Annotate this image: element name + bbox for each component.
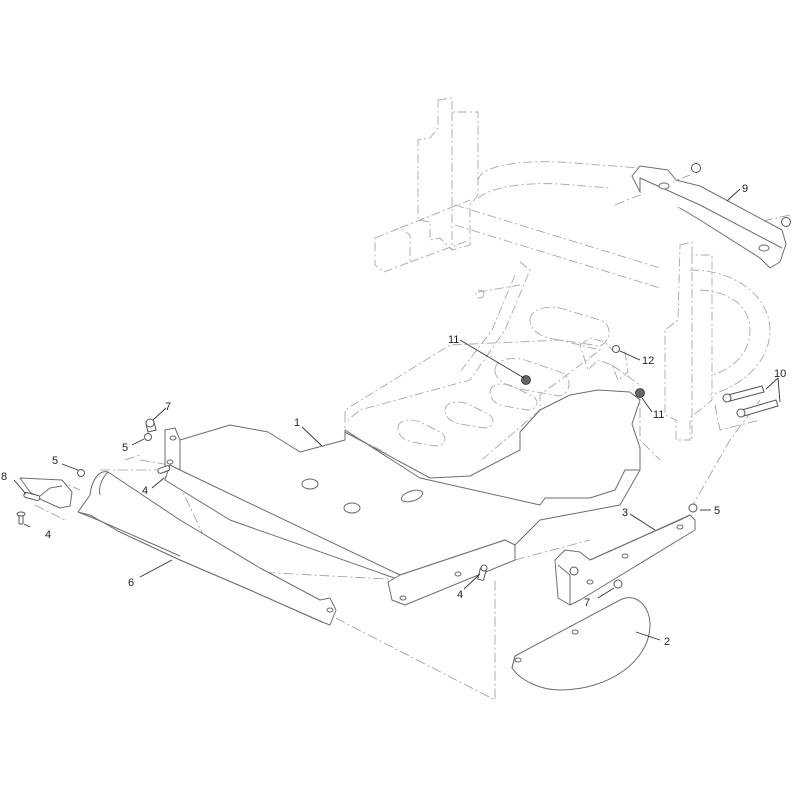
part-8-pin	[19, 477, 73, 509]
nut-5-far-left	[77, 469, 85, 477]
callout-12: 12	[642, 355, 654, 367]
nut-11-right	[635, 388, 645, 398]
mower-frame	[344, 97, 771, 476]
bolt-4-front	[477, 564, 488, 581]
part-9-rear-bracket	[631, 163, 791, 269]
part-2-right-skirt	[511, 597, 651, 691]
callout-9: 9	[742, 183, 748, 195]
callout-4-left: 4	[142, 485, 148, 497]
callout-11-center: 11	[448, 334, 459, 346]
part-1-floor-pan	[164, 389, 641, 606]
spacer-12	[612, 345, 620, 353]
callout-4-front: 4	[457, 589, 463, 601]
callout-3: 3	[622, 507, 628, 519]
callout-10: 10	[774, 368, 786, 380]
callout-8: 8	[1, 471, 7, 483]
bolt-7-left	[145, 418, 157, 433]
callout-6: 6	[128, 577, 134, 589]
bolt-4-left	[157, 465, 171, 474]
part-6-left-deflector	[77, 471, 337, 626]
callout-4-far-left: 4	[45, 529, 51, 541]
bolt-7-right-a	[569, 566, 579, 576]
bolt-4-far-left	[16, 511, 26, 525]
bolts-10	[722, 385, 779, 418]
hardware	[16, 345, 779, 589]
callout-5-far-left: 5	[52, 455, 58, 467]
nut-5-right	[688, 503, 698, 513]
callout-5-left: 5	[122, 442, 128, 454]
part-3-right-bracket	[554, 514, 696, 606]
nut-5-left-top	[144, 433, 152, 441]
callout-2: 2	[664, 636, 670, 648]
callout-labels: 1 2 3 4 4 4 5 5 5 6 7 7 8 9 10 11 11 12	[1, 183, 786, 648]
callout-5-right: 5	[714, 505, 720, 517]
callout-7-left: 7	[165, 401, 171, 413]
callout-11-right: 11	[653, 409, 664, 421]
callout-7-right: 7	[584, 597, 590, 609]
leader-lines	[13, 188, 781, 641]
bolt-7-right-b	[613, 579, 623, 589]
callout-1: 1	[294, 417, 300, 429]
